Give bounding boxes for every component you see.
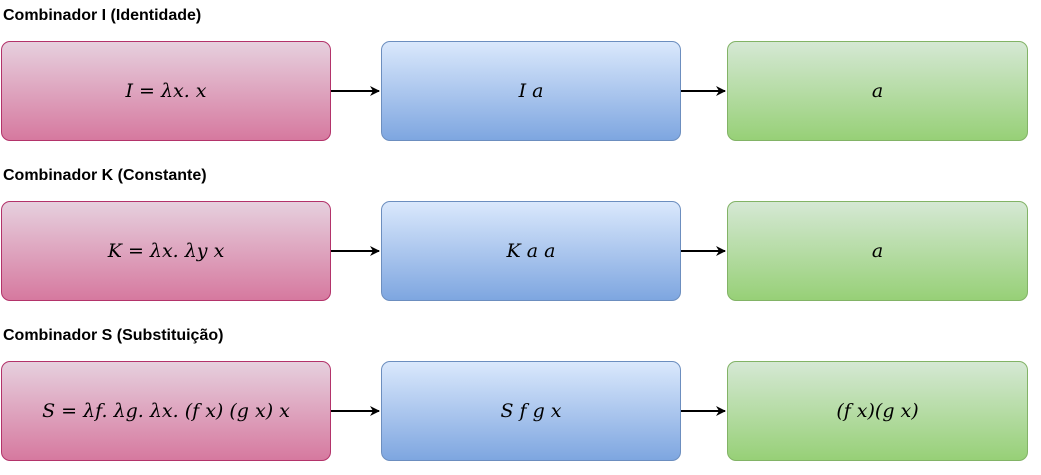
- combinator-i-result-text: a: [871, 80, 884, 102]
- combinator-s-definition-text: S = λf. λg. λx. (f x) (g x) x: [42, 400, 290, 422]
- combinator-k-title: Combinador K (Constante): [3, 167, 207, 184]
- combinator-i-title: Combinador I (Identidade): [3, 7, 202, 24]
- combinator-s-title: Combinador S (Substituição): [3, 327, 224, 344]
- combinator-i-definition-box: I = λx. x: [1, 41, 331, 141]
- combinator-k-application-box: K a a: [381, 201, 681, 301]
- combinator-s-application-text: S f g x: [500, 400, 562, 422]
- combinator-k-result-text: a: [871, 240, 884, 262]
- combinator-s-result-box: (f x)(g x): [727, 361, 1028, 461]
- combinator-i-application-text: I a: [518, 80, 544, 102]
- combinator-s-application-box: S f g x: [381, 361, 681, 461]
- combinator-i-result-box: a: [727, 41, 1028, 141]
- combinator-k-application-text: K a a: [506, 240, 556, 262]
- combinator-k-definition-text: K = λx. λy x: [107, 240, 225, 262]
- combinator-k-result-box: a: [727, 201, 1028, 301]
- combinator-s-definition-box: S = λf. λg. λx. (f x) (g x) x: [1, 361, 331, 461]
- combinator-s-result-text: (f x)(g x): [836, 400, 919, 422]
- combinator-i-definition-text: I = λx. x: [125, 80, 207, 102]
- combinator-k-definition-box: K = λx. λy x: [1, 201, 331, 301]
- combinator-i-application-box: I a: [381, 41, 681, 141]
